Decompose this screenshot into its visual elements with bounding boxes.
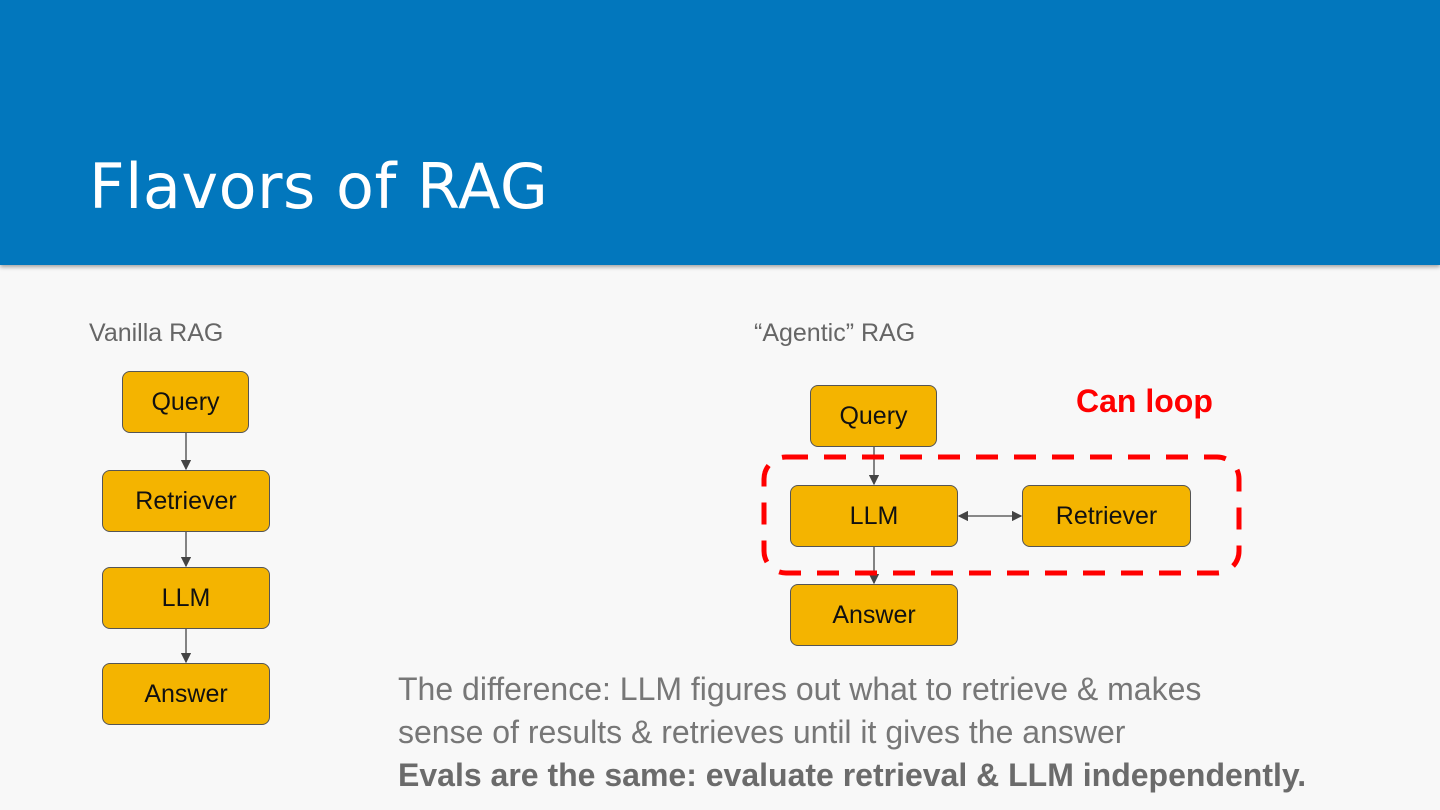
vanilla-llm-node: LLM <box>102 567 270 629</box>
agentic-query-node: Query <box>810 385 937 447</box>
vanilla-retriever-node: Retriever <box>102 470 270 532</box>
agentic-rag-label: “Agentic” RAG <box>754 319 916 347</box>
loop-frame <box>761 454 1242 576</box>
slide-title: Flavors of RAG <box>89 150 549 223</box>
vanilla-query-node: Query <box>122 371 249 433</box>
header-band: Flavors of RAG <box>0 0 1440 265</box>
caption-line-3-bold: Evals are the same: evaluate retrieval &… <box>398 757 1307 793</box>
caption: The difference: LLM figures out what to … <box>398 668 1306 797</box>
agentic-retriever-node: Retriever <box>1022 485 1191 547</box>
caption-line-2: sense of results & retrieves until it gi… <box>398 714 1126 750</box>
caption-line-1: The difference: LLM figures out what to … <box>398 671 1202 707</box>
agentic-llm-node: LLM <box>790 485 958 547</box>
agentic-answer-node: Answer <box>790 584 958 646</box>
vanilla-rag-label: Vanilla RAG <box>89 319 224 347</box>
can-loop-label: Can loop <box>1076 383 1213 419</box>
vanilla-answer-node: Answer <box>102 663 270 725</box>
